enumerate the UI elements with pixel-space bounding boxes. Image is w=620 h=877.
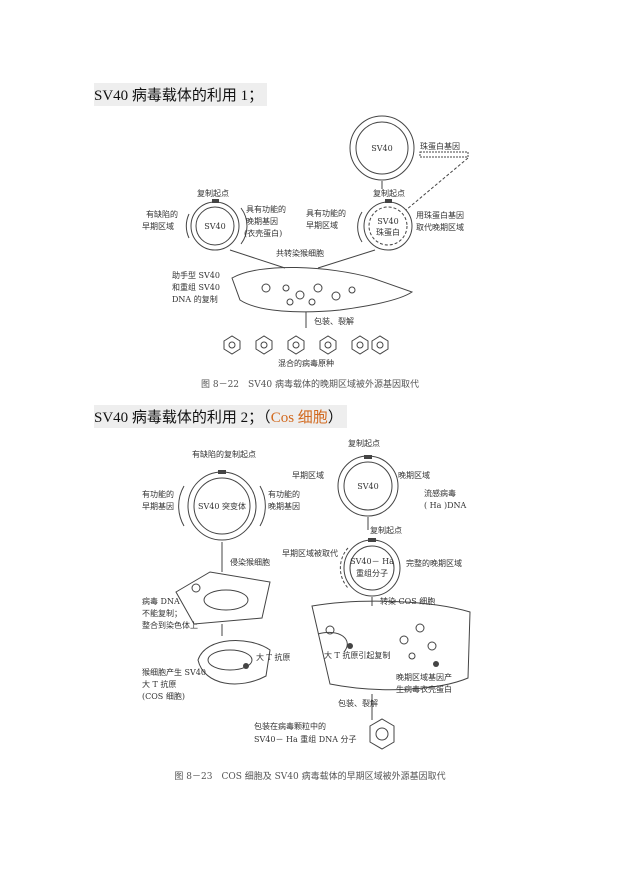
label-early-region: 早期区域 — [292, 470, 324, 480]
label-early-replaced: 早期区域被取代 — [282, 548, 338, 558]
label-rep-origin-mid: 复制起点 — [370, 525, 402, 535]
mixed-virus-stock — [223, 335, 389, 355]
label-packaged-1: 包装在病毒颗粒中的 — [254, 721, 326, 731]
label-sv40-right: SV40 — [357, 482, 378, 491]
label-helper-3: DNA 的复制 — [172, 294, 218, 304]
label-infect: 侵染猴细胞 — [230, 557, 270, 567]
label-complete-late: 完整的晚期区域 — [406, 558, 462, 568]
label-transfect-cos: 转染 COS 细胞 — [380, 596, 435, 606]
label-package-2: 包装、裂解 — [338, 698, 378, 708]
label-helper-2: 和重组 SV40 — [172, 282, 220, 292]
label-cotransfect: 共转染猴细胞 — [276, 248, 324, 258]
label-large-t: 大 T 抗原 — [256, 652, 290, 662]
packaged-virion — [369, 718, 395, 750]
label-defective-origin: 有缺陷的复制起点 — [192, 449, 256, 459]
figure-8-23: 有缺陷的复制起点 SV40 突变体 有功能的 早期基因 有功能的 晚期基因 侵染… — [142, 438, 471, 782]
label-replace-2: 取代晚期区域 — [416, 222, 464, 232]
label-rep-origin-right: 复制起点 — [373, 188, 405, 198]
label-early-func2-2: 早期基因 — [142, 501, 174, 511]
label-monkey-1: 猴细胞产生 SV40 — [142, 667, 206, 677]
label-sv40-left: SV40 — [204, 222, 225, 231]
heading-prefix: SV40 病毒载体的利用 2；（ — [94, 410, 271, 426]
label-viral-dna-3: 整合到染色体上 — [142, 620, 198, 630]
heading-suffix: ） — [327, 410, 343, 426]
label-late-func2-1: 有功能的 — [268, 489, 300, 499]
label-sv40-globin-2: 珠蛋白 — [376, 227, 400, 237]
caption-8-22: 图 8－22 SV40 病毒载体的晚期区域被外源基因取代 — [201, 378, 419, 390]
label-globin-gene: 珠蛋白基因 — [420, 141, 460, 151]
label-package-1: 包装、裂解 — [314, 316, 354, 326]
label-recomb-1: SV40－ Ha — [350, 557, 394, 566]
label-replace-1: 用珠蛋白基因 — [416, 210, 464, 220]
label-flu-2: ( Ha )DNA — [424, 501, 466, 510]
label-large-t-rep: 大 T 抗原引起复制 — [324, 650, 390, 660]
label-late-func-1: 具有功能的 — [246, 204, 286, 214]
label-late-func-2: 晚期基因 — [246, 216, 278, 226]
figure-8-22: SV40 珠蛋白基因 复制起点 复制起点 SV40 有缺陷的 早期区域 具有功能… — [142, 115, 469, 390]
label-sv40-top: SV40 — [371, 144, 392, 153]
section-2-heading: SV40 病毒载体的利用 2；（Cos 细胞） — [94, 405, 347, 428]
label-defective-early-2: 早期区域 — [142, 221, 174, 231]
label-late-func-3: (衣壳蛋白) — [244, 228, 282, 238]
label-defective-early-1: 有缺陷的 — [146, 209, 178, 219]
label-viral-dna-2: 不能复制； — [142, 608, 182, 618]
sv40-ha-recombinant: SV40－ Ha 重组分子 — [339, 538, 401, 597]
monkey-cell-1 — [231, 266, 414, 313]
caption-8-23: 图 8－23 COS 细胞及 SV40 病毒载体的早期区域被外源基因取代 — [174, 770, 445, 782]
cos-cell — [197, 640, 271, 685]
label-viral-dna-1: 病毒 DNA — [142, 596, 180, 606]
label-rep-origin-left: 复制起点 — [197, 188, 229, 198]
right-sv40-globin-plasmid: SV40 珠蛋白 — [357, 199, 413, 251]
label-rep-origin-top: 复制起点 — [348, 438, 380, 448]
label-late-region: 晚期区域 — [398, 470, 430, 480]
label-monkey-3: (COS 细胞) — [142, 691, 185, 701]
label-packaged-2: SV40－ Ha 重组 DNA 分子 — [254, 734, 357, 744]
label-late-func2-2: 晚期基因 — [268, 501, 300, 511]
transfected-cos-cell — [311, 600, 471, 691]
label-flu-1: 流感病毒 — [424, 488, 456, 498]
left-sv40-plasmid: SV40 — [185, 199, 248, 251]
label-mutant: SV40 突变体 — [198, 501, 246, 511]
infected-cell — [175, 571, 271, 625]
section-1-heading: SV40 病毒载体的利用 1； — [94, 83, 268, 106]
sv40-mutant-plasmid: SV40 突变体 — [178, 470, 266, 541]
top-sv40-plasmid: SV40 — [349, 115, 415, 181]
label-late-gene-1: 晚期区域基因产 — [396, 672, 452, 682]
sv40-plasmid-right: SV40 — [337, 455, 399, 517]
label-early-func-2: 早期区域 — [306, 220, 338, 230]
label-recomb-2: 重组分子 — [356, 568, 388, 578]
label-late-gene-2: 生病毒衣壳蛋白 — [396, 684, 452, 694]
label-sv40-globin-1: SV40 — [377, 217, 398, 226]
label-helper-1: 助手型 SV40 — [172, 270, 220, 280]
label-early-func-1: 具有功能的 — [306, 208, 346, 218]
label-early-func2-1: 有功能的 — [142, 489, 174, 499]
label-monkey-2: 大 T 抗原 — [142, 679, 176, 689]
label-mixed-stock: 混合的病毒原种 — [278, 358, 334, 368]
heading-highlight: Cos 细胞 — [270, 410, 328, 426]
